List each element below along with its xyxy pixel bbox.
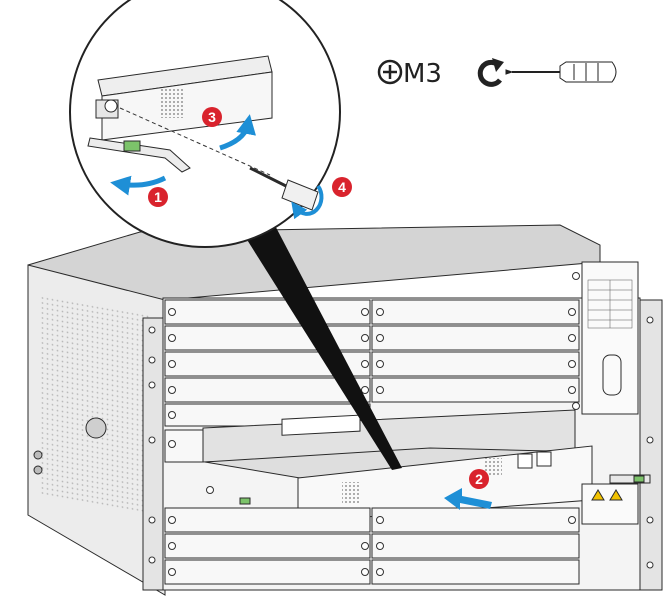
tool-legend: M3 bbox=[377, 58, 617, 89]
callout-connector bbox=[222, 193, 402, 470]
lower-right-panel bbox=[581, 483, 639, 525]
ethernet-port-icon bbox=[517, 453, 533, 469]
captive-screws bbox=[168, 272, 580, 576]
step-badge-4: 4 bbox=[332, 177, 352, 197]
step-badge-3: 3 bbox=[202, 107, 222, 127]
arrow-step-4 bbox=[291, 184, 324, 220]
screw-size-label: M3 bbox=[403, 59, 442, 89]
ejector-latch-green bbox=[633, 475, 645, 483]
ground-bolt-icon bbox=[33, 450, 43, 460]
power-module-handle bbox=[602, 354, 622, 396]
board-vent-mesh bbox=[342, 482, 360, 504]
chassis bbox=[27, 224, 663, 596]
arrow-step-3 bbox=[219, 114, 256, 151]
warning-label-icon bbox=[591, 489, 605, 501]
step-number: 2 bbox=[475, 471, 483, 487]
arrow-step-2 bbox=[444, 488, 492, 510]
arrow-step-1 bbox=[110, 175, 167, 196]
step-number: 4 bbox=[338, 179, 346, 195]
lower-slots bbox=[164, 429, 580, 585]
ear-holes bbox=[148, 316, 654, 569]
step-badge-1: 1 bbox=[148, 187, 168, 207]
zoom-ejector-lever bbox=[87, 137, 191, 173]
right-mounting-ear bbox=[639, 299, 663, 591]
warning-label-icon bbox=[609, 489, 623, 501]
step-number: 3 bbox=[208, 109, 216, 125]
ejector-latch-green bbox=[239, 497, 251, 505]
power-label-grid bbox=[587, 279, 633, 329]
side-handle-hole bbox=[85, 417, 107, 439]
zoom-ejector-latch bbox=[123, 140, 141, 152]
clockwise-rotate-icon bbox=[477, 58, 504, 87]
step-badge-2: 2 bbox=[469, 469, 489, 489]
upper-slots bbox=[164, 299, 580, 427]
board-right-ejector bbox=[609, 474, 651, 484]
phillips-screw-icon bbox=[377, 59, 403, 85]
side-vent-mesh bbox=[40, 295, 150, 515]
step-number: 1 bbox=[154, 189, 162, 205]
zoom-screwdriver bbox=[249, 166, 319, 211]
zoom-detail bbox=[87, 55, 273, 173]
ground-bolt-icon bbox=[33, 465, 43, 475]
screwdriver-icon bbox=[505, 61, 617, 83]
slot-connector-block bbox=[281, 414, 361, 436]
board-vent-mesh bbox=[484, 458, 502, 476]
ethernet-port-icon bbox=[536, 451, 552, 467]
screw-alignment-line bbox=[119, 107, 271, 176]
